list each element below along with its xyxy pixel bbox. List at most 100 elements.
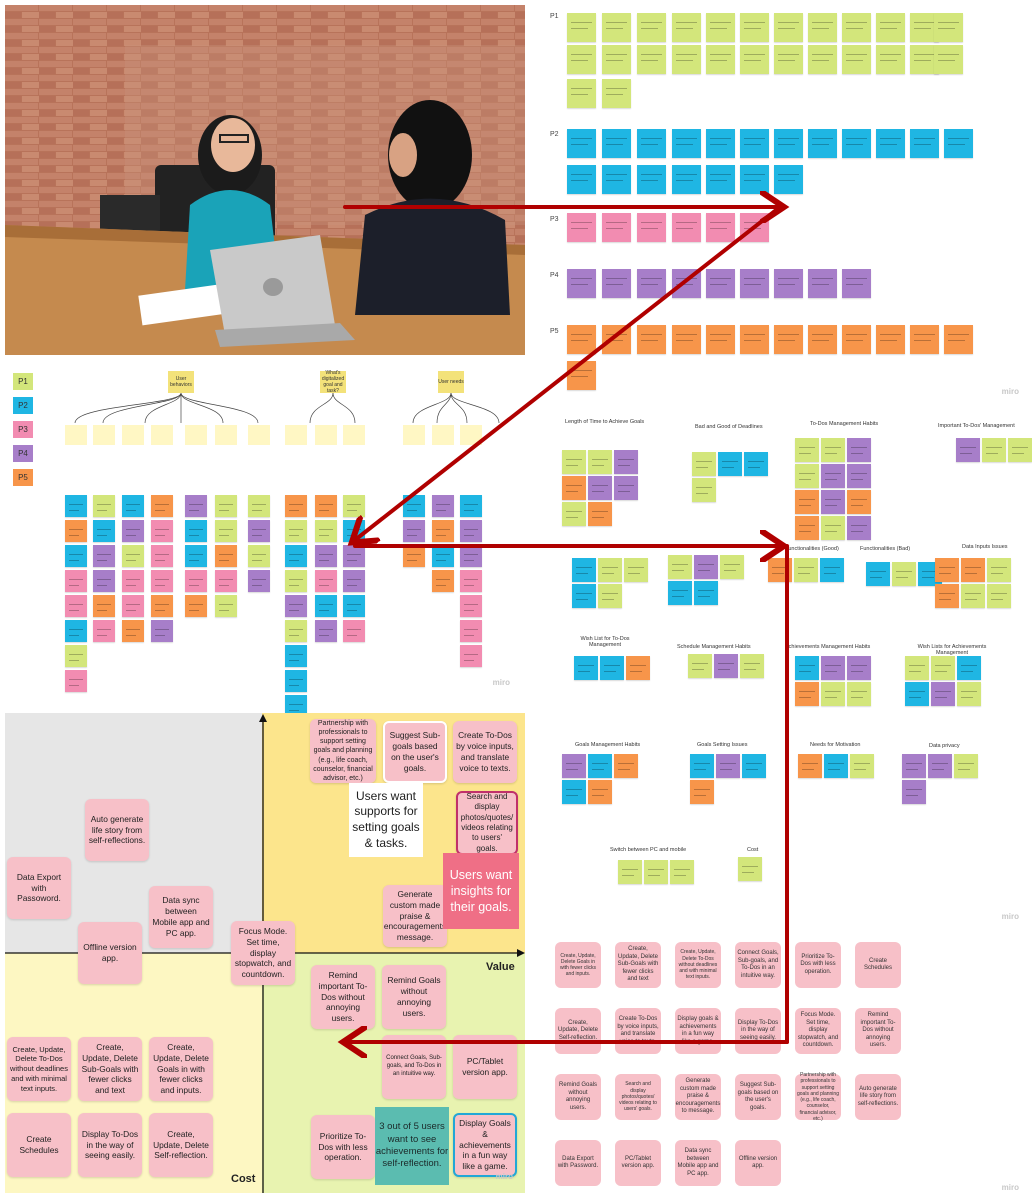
sticky-note-p2 bbox=[668, 581, 692, 605]
sticky-note-p4 bbox=[847, 464, 871, 488]
sticky-note-p2 bbox=[637, 129, 666, 158]
heading-achievements: Achievements Management Habits bbox=[785, 644, 871, 650]
sticky-note-p2 bbox=[866, 562, 890, 586]
sticky-note-p5 bbox=[588, 780, 612, 804]
category-board: Length of Time to Achieve Goals Bad and … bbox=[540, 410, 1032, 925]
sticky-note-p1 bbox=[668, 555, 692, 579]
note-offline-version: Offline version app. bbox=[78, 922, 142, 984]
sticky-note-p2 bbox=[944, 129, 973, 158]
sticky-note-p1 bbox=[315, 520, 337, 542]
heading-functionalities-bad: Functionalities (Bad) bbox=[860, 546, 911, 552]
sticky-note-p5 bbox=[842, 325, 871, 354]
sticky-note-p5 bbox=[185, 595, 207, 617]
sticky-note-p5 bbox=[808, 325, 837, 354]
affinity-board: P1 P2 P3 P4 P5 miro bbox=[540, 5, 1027, 400]
sticky-note-p1 bbox=[808, 13, 837, 42]
sticky-note-p5 bbox=[614, 754, 638, 778]
sticky-note-p3 bbox=[122, 595, 144, 617]
sticky-note-p1 bbox=[602, 79, 631, 108]
insight-goals: Users want insights for their goals. bbox=[443, 853, 519, 929]
sticky-note-p4 bbox=[847, 438, 871, 462]
sticky-note-p4 bbox=[716, 754, 740, 778]
sticky-note-p4 bbox=[460, 545, 482, 567]
sticky-note-p5 bbox=[706, 325, 735, 354]
note-self-reflection: Create, Update, Delete Self-reflection. bbox=[149, 1113, 213, 1177]
tree-branch-node bbox=[403, 425, 425, 445]
sticky-note-p4 bbox=[151, 620, 173, 642]
sticky-note-p1 bbox=[215, 520, 237, 542]
sticky-note-p5 bbox=[935, 558, 959, 582]
note-goals-crud: Create, Update, Delete Goals in with few… bbox=[149, 1037, 213, 1101]
sticky-note-p5 bbox=[567, 361, 596, 390]
sticky-note-p3 bbox=[151, 520, 173, 542]
idea-note: Create, Update, Delete Goals in with few… bbox=[555, 942, 601, 988]
sticky-note-p2 bbox=[562, 780, 586, 804]
sticky-note-p2 bbox=[672, 129, 701, 158]
sticky-note-p1 bbox=[905, 656, 929, 680]
sticky-note-p4 bbox=[602, 269, 631, 298]
sticky-note-p4 bbox=[614, 476, 638, 500]
sticky-note-p5 bbox=[768, 558, 792, 582]
sticky-note-p1 bbox=[795, 438, 819, 462]
sticky-note-p2 bbox=[672, 165, 701, 194]
tree-description-node bbox=[343, 469, 365, 491]
sticky-note-p1 bbox=[934, 45, 963, 74]
sticky-note-p2 bbox=[93, 520, 115, 542]
sticky-note-p1 bbox=[588, 450, 612, 474]
heading-wishlist-todos: Wish List for To-Dos Management bbox=[580, 636, 630, 648]
sticky-note-p1 bbox=[602, 13, 631, 42]
legend-p2: P2 bbox=[13, 397, 33, 414]
sticky-note-p3 bbox=[65, 670, 87, 692]
sticky-note-p4 bbox=[403, 520, 425, 542]
sticky-note-p4 bbox=[432, 495, 454, 517]
sticky-note-p3 bbox=[343, 620, 365, 642]
tree-description-node bbox=[460, 469, 482, 491]
sticky-note-p1 bbox=[215, 595, 237, 617]
sticky-note-p2 bbox=[122, 495, 144, 517]
miro-watermark: miro bbox=[1001, 1183, 1019, 1192]
tree-branch-node bbox=[215, 425, 237, 445]
heading-data-privacy: Data privacy bbox=[929, 743, 960, 749]
miro-watermark: miro bbox=[495, 1172, 513, 1181]
idea-note: Create, Update, Delete Sub-Goals with fe… bbox=[615, 942, 661, 988]
sticky-note-p2 bbox=[694, 581, 718, 605]
miro-watermark: miro bbox=[1001, 912, 1019, 921]
idea-note: Remind important To-Dos without annoying… bbox=[855, 1008, 901, 1054]
sticky-note-p1 bbox=[567, 45, 596, 74]
legend-p3: P3 bbox=[13, 421, 33, 438]
sticky-note-p1 bbox=[706, 45, 735, 74]
idea-note: Create, Update, Delete Self-reflection. bbox=[555, 1008, 601, 1054]
sticky-note-p5 bbox=[215, 545, 237, 567]
heading-motivation: Needs for Motivation bbox=[810, 742, 861, 748]
sticky-note-p1 bbox=[598, 558, 622, 582]
sticky-note-p4 bbox=[808, 269, 837, 298]
sticky-note-p1 bbox=[720, 555, 744, 579]
sticky-note-p4 bbox=[714, 654, 738, 678]
sticky-note-p2 bbox=[285, 670, 307, 692]
tree-description-node bbox=[122, 469, 144, 491]
sticky-note-p5 bbox=[798, 754, 822, 778]
sticky-note-p4 bbox=[122, 520, 144, 542]
note-subgoals-crud: Create, Update, Delete Sub-Goals with fe… bbox=[78, 1037, 142, 1101]
idea-note: Display To-Dos in the way of seeing easi… bbox=[735, 1008, 781, 1054]
sticky-note-p5 bbox=[65, 520, 87, 542]
interview-photo bbox=[5, 5, 525, 355]
tree-branch-node bbox=[122, 425, 144, 445]
sticky-note-p2 bbox=[774, 165, 803, 194]
heading-length-of-time: Length of Time to Achieve Goals bbox=[565, 419, 645, 425]
sticky-note-p4 bbox=[460, 520, 482, 542]
sticky-note-p5 bbox=[795, 682, 819, 706]
note-remind-important-todos: Remind important To-Dos without annoying… bbox=[311, 965, 375, 1029]
idea-note: Create, Update, Delete To-Dos without de… bbox=[675, 942, 721, 988]
sticky-note-p1 bbox=[821, 516, 845, 540]
tree-branch-node bbox=[93, 425, 115, 445]
sticky-note-p3 bbox=[460, 645, 482, 667]
sticky-note-p1 bbox=[567, 79, 596, 108]
sticky-note-p2 bbox=[185, 520, 207, 542]
sticky-note-p2 bbox=[343, 595, 365, 617]
idea-note: Prioritize To-Dos with less operation. bbox=[795, 942, 841, 988]
sticky-note-p1 bbox=[692, 452, 716, 476]
legend-p5: P5 bbox=[13, 469, 33, 486]
miro-watermark: miro bbox=[492, 678, 510, 687]
sticky-note-p1 bbox=[982, 438, 1006, 462]
